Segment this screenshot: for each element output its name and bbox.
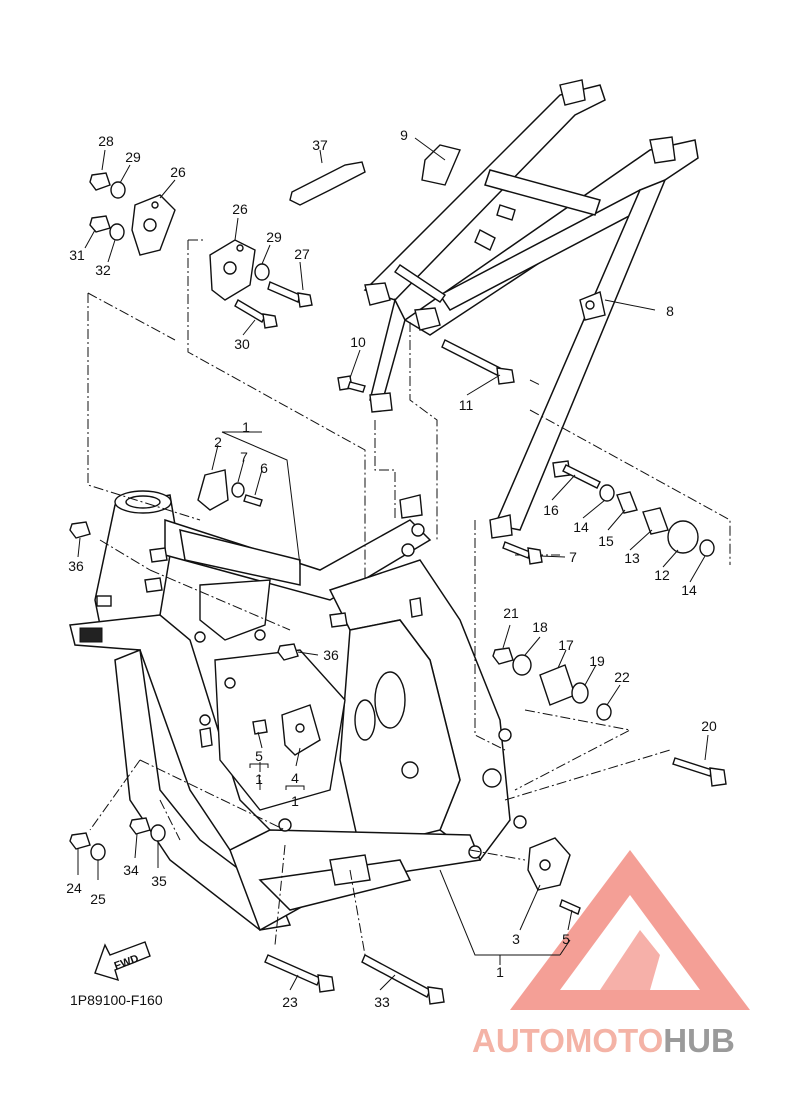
svg-text:AUTOMOTOHUB: AUTOMOTOHUB (472, 1022, 735, 1059)
diagram-code: 1P89100-F160 (70, 992, 163, 1008)
label-10: 10 (350, 334, 366, 350)
label-31: 31 (69, 247, 85, 263)
fwd-arrow-icon: FWD (94, 941, 151, 982)
guide-lines (87, 239, 731, 956)
watermark-logo: AUTOMOTOHUB (472, 850, 750, 1059)
label-3: 3 (512, 931, 520, 947)
label-9: 9 (400, 127, 408, 143)
label-1-top: 1 (242, 419, 250, 435)
leader-lines (77, 137, 709, 991)
label-12: 12 (654, 567, 670, 583)
label-25: 25 (90, 891, 106, 907)
label-5-mid: 5 (255, 748, 263, 764)
label-23: 23 (282, 994, 298, 1010)
label-20: 20 (701, 718, 717, 734)
label-36-left: 36 (68, 558, 84, 574)
part-labels: 1 2 7 6 28 29 26 31 32 26 29 27 30 37 9 … (66, 127, 717, 1010)
label-30: 30 (234, 336, 250, 352)
label-32: 32 (95, 262, 111, 278)
label-21: 21 (503, 605, 519, 621)
label-24: 24 (66, 880, 82, 896)
label-14-a: 14 (573, 519, 589, 535)
part-37-bracket (289, 161, 366, 206)
label-16: 16 (543, 502, 559, 518)
label-15: 15 (598, 533, 614, 549)
label-6: 6 (260, 460, 268, 476)
label-17: 17 (558, 637, 574, 653)
label-29-left: 29 (125, 149, 141, 165)
label-19: 19 (589, 653, 605, 669)
watermark-triangle-icon (510, 850, 750, 1010)
label-33: 33 (374, 994, 390, 1010)
rear-subframe (363, 79, 699, 539)
label-14-b: 14 (681, 582, 697, 598)
watermark-text-a: AUTOMOTO (472, 1022, 663, 1059)
label-13: 13 (624, 550, 640, 566)
label-4: 4 (291, 770, 299, 786)
label-26-mid: 26 (232, 201, 248, 217)
label-29-mid: 29 (266, 229, 282, 245)
label-5-right: 5 (562, 931, 570, 947)
label-11: 11 (459, 397, 474, 413)
part-9-pad (421, 144, 461, 186)
label-1-bottom: 1 (496, 964, 504, 980)
label-26-left: 26 (170, 164, 186, 180)
small-parts (69, 172, 727, 1005)
label-7-right: 7 (569, 549, 577, 565)
label-2: 2 (214, 434, 222, 450)
label-34: 34 (123, 862, 139, 878)
label-18: 18 (532, 619, 548, 635)
label-1-mid-a: 1 (255, 771, 263, 787)
label-36-mid: 36 (323, 647, 339, 663)
label-7-top: 7 (240, 449, 248, 465)
label-37: 37 (312, 137, 328, 153)
watermark-inner-mark-icon (600, 930, 660, 990)
label-22: 22 (614, 669, 630, 685)
label-27: 27 (294, 246, 310, 262)
label-28: 28 (98, 133, 114, 149)
watermark-text-b: HUB (663, 1022, 735, 1059)
label-35: 35 (151, 873, 167, 889)
label-1-mid-b: 1 (291, 793, 299, 809)
label-8: 8 (666, 303, 674, 319)
